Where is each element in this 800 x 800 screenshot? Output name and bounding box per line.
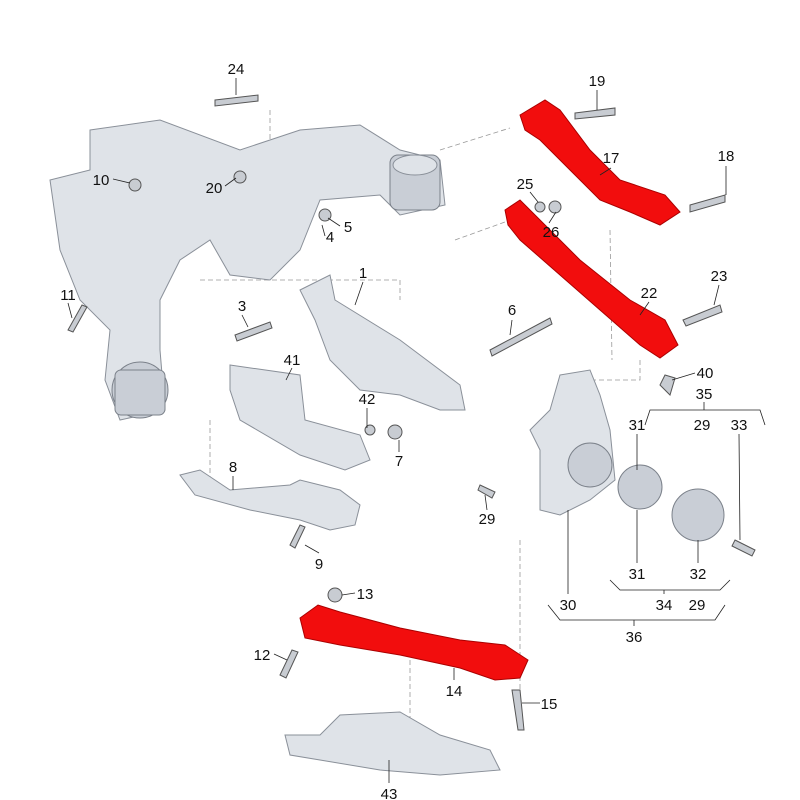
callout-14: 14 bbox=[446, 683, 463, 700]
control-arm-17 bbox=[519, 99, 681, 226]
callout-36: 36 bbox=[626, 629, 643, 646]
shield-43 bbox=[284, 711, 501, 776]
control-arm-22 bbox=[504, 199, 679, 359]
callout-17: 17 bbox=[603, 150, 620, 167]
callout-20: 20 bbox=[206, 180, 223, 197]
callout-34: 34 bbox=[656, 597, 673, 614]
callout-24: 24 bbox=[228, 61, 245, 78]
callout-22: 22 bbox=[641, 285, 658, 302]
callout-30: 30 bbox=[560, 597, 577, 614]
callout-10: 10 bbox=[93, 172, 110, 189]
callout-29: 29 bbox=[479, 511, 496, 528]
control-arm-14 bbox=[299, 604, 529, 681]
callout-26: 26 bbox=[543, 224, 560, 241]
callout-6: 6 bbox=[508, 302, 516, 319]
callout-18: 18 bbox=[718, 148, 735, 165]
callout-35: 35 bbox=[696, 386, 713, 403]
callout-33: 33 bbox=[731, 417, 748, 434]
callout-13: 13 bbox=[357, 586, 374, 603]
callout-7: 7 bbox=[395, 453, 403, 470]
subframe bbox=[49, 119, 446, 421]
callout-15: 15 bbox=[541, 696, 558, 713]
control-arm-8 bbox=[179, 469, 361, 531]
callout-31: 31 bbox=[629, 417, 646, 434]
callouts: 24 19 18 17 10 20 25 26 5 4 1 23 22 11 3… bbox=[60, 61, 747, 800]
callout-41: 41 bbox=[284, 352, 301, 369]
callout-29: 29 bbox=[689, 597, 706, 614]
callout-8: 8 bbox=[229, 459, 237, 476]
callout-29: 29 bbox=[694, 417, 711, 434]
callout-32: 32 bbox=[690, 566, 707, 583]
callout-19: 19 bbox=[589, 73, 606, 90]
shield-41 bbox=[229, 364, 371, 471]
wheel-bearing-housing-30 bbox=[529, 369, 616, 516]
callout-1: 1 bbox=[359, 265, 367, 282]
callout-42: 42 bbox=[359, 391, 376, 408]
callout-5: 5 bbox=[344, 219, 352, 236]
callout-31: 31 bbox=[629, 566, 646, 583]
callout-12: 12 bbox=[254, 647, 271, 664]
callout-11: 11 bbox=[60, 287, 76, 304]
wheel-bearing-31 bbox=[617, 464, 663, 510]
callout-23: 23 bbox=[711, 268, 728, 285]
callout-25: 25 bbox=[517, 176, 534, 193]
callout-43: 43 bbox=[381, 786, 398, 800]
callout-3: 3 bbox=[238, 298, 246, 315]
wheel-hub-32 bbox=[671, 488, 725, 542]
callout-9: 9 bbox=[315, 556, 323, 573]
callout-4: 4 bbox=[326, 229, 334, 246]
callout-40: 40 bbox=[697, 365, 714, 382]
control-arm-1 bbox=[299, 274, 466, 411]
